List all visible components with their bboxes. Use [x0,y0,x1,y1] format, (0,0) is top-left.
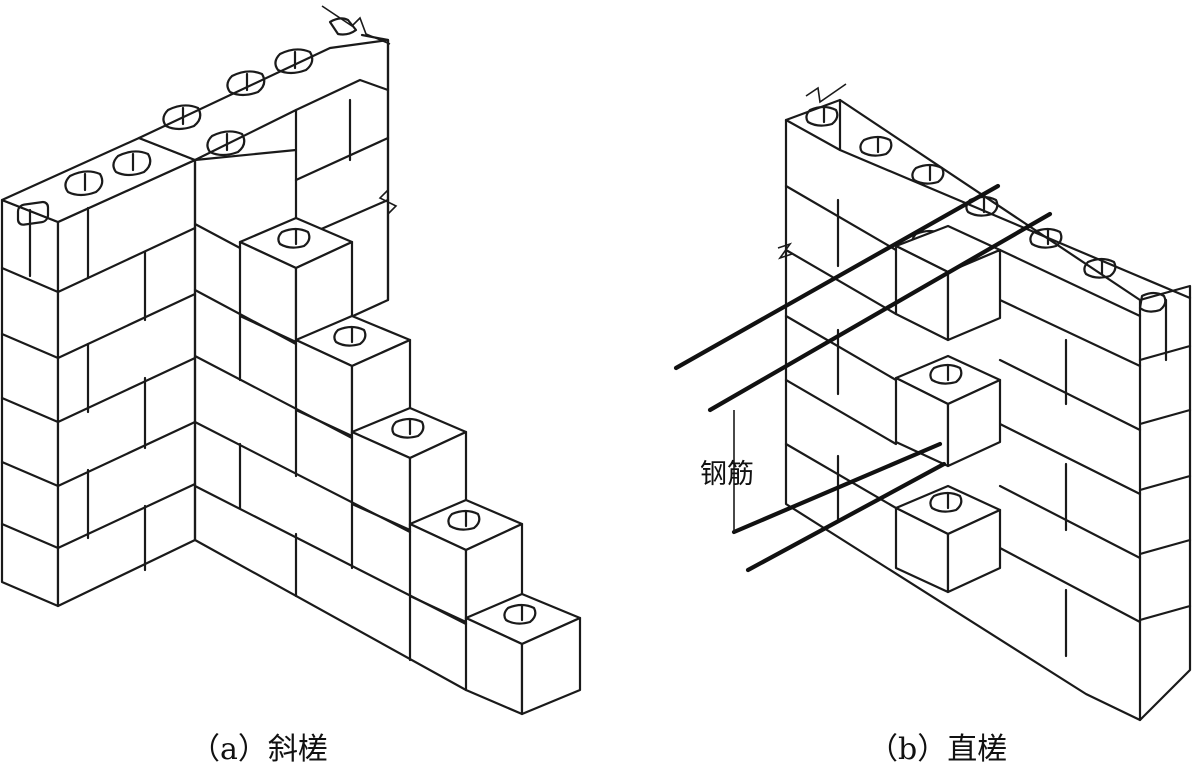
rebars-b [673,183,1053,573]
caption-a: （a）斜槎 [190,732,328,767]
cores-a-top [16,150,152,226]
blocks-b [894,224,1142,594]
caption-b: （b）直槎 [868,732,1008,767]
rebar-label: 钢筋 [700,459,754,490]
wall-a-left-face [0,136,197,608]
steps-a [193,158,582,716]
